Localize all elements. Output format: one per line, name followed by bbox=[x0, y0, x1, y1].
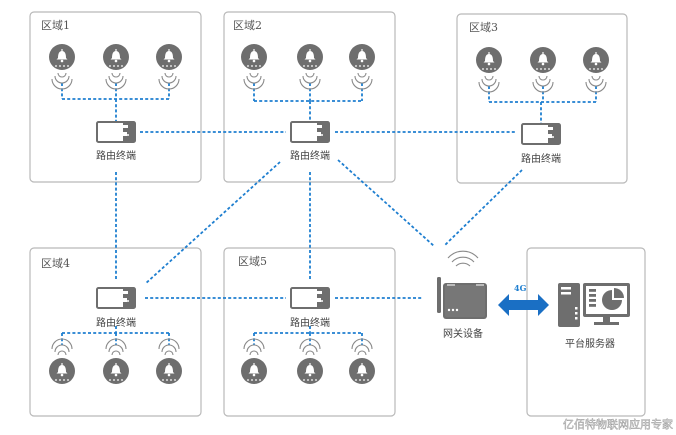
alarm-bell-icon bbox=[297, 338, 323, 384]
zone2-label: 区域2 bbox=[233, 19, 262, 32]
zone1-label: 区域1 bbox=[41, 19, 70, 32]
zone5-label: 区域5 bbox=[238, 255, 267, 268]
zone1-router-label: 路由终端 bbox=[96, 149, 136, 162]
device-layer: 路由终端路由终端路由终端路由终端路由终端 bbox=[49, 44, 609, 384]
alarm-bell-icon bbox=[297, 44, 323, 90]
alarm-bell-icon bbox=[156, 338, 182, 384]
alarm-bell-icon bbox=[49, 338, 75, 384]
zone3-label: 区域3 bbox=[469, 21, 498, 34]
alarm-bell-icon bbox=[583, 47, 609, 93]
router-terminal-icon bbox=[96, 287, 136, 309]
server-label: 平台服务器 bbox=[565, 337, 615, 350]
server-box bbox=[526, 247, 646, 417]
gateway-router-icon bbox=[437, 250, 487, 319]
router-terminal-icon bbox=[521, 123, 561, 145]
alarm-bell-icon bbox=[349, 44, 375, 90]
alarm-bell-icon bbox=[103, 338, 129, 384]
router-terminal-icon bbox=[290, 287, 330, 309]
link-zone2-router-to-gateway bbox=[337, 159, 435, 247]
zone2-router-label: 路由终端 bbox=[290, 149, 330, 162]
zone4-router-label: 路由终端 bbox=[96, 316, 136, 329]
link-zone3-router-to-gateway bbox=[443, 169, 523, 247]
zone5-router-label: 路由终端 bbox=[290, 316, 330, 329]
alarm-bell-icon bbox=[156, 44, 182, 90]
link-zone2-router-to-zone4-router bbox=[144, 161, 281, 285]
server-monitor-icon bbox=[558, 283, 630, 327]
router-terminal-icon bbox=[96, 121, 136, 143]
link-layer bbox=[61, 83, 597, 345]
uplink-4g-label: 4G bbox=[514, 283, 527, 293]
watermark-text: 亿佰特物联网应用专家 bbox=[563, 417, 673, 431]
gateway-label: 网关设备 bbox=[443, 327, 483, 340]
alarm-bell-icon bbox=[49, 44, 75, 90]
zone3-router-label: 路由终端 bbox=[521, 152, 561, 165]
zone4-label: 区域4 bbox=[41, 257, 70, 270]
bidirectional-arrow-icon bbox=[498, 294, 549, 316]
alarm-bell-icon bbox=[530, 47, 556, 93]
alarm-bell-icon bbox=[241, 338, 267, 384]
alarm-bell-icon bbox=[349, 338, 375, 384]
alarm-bell-icon bbox=[241, 44, 267, 90]
alarm-bell-icon bbox=[103, 44, 129, 90]
router-terminal-icon bbox=[290, 121, 330, 143]
alarm-bell-icon bbox=[476, 47, 502, 93]
